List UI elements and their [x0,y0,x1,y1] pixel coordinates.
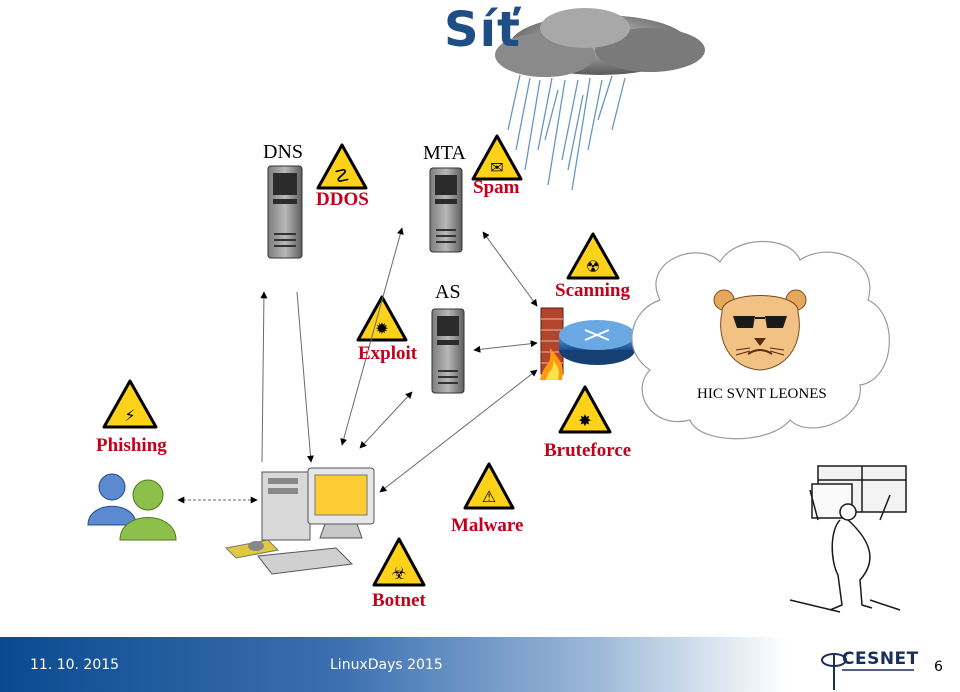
spam-label: Spam [473,177,520,198]
phishing-label: Phishing [96,435,167,456]
mta-label: MTA [423,142,466,164]
firewall-icon [540,307,564,380]
footer-bar [0,637,960,692]
lion-face-icon [713,289,807,371]
bruteforce-label: Bruteforce [544,440,632,461]
svg-text:☣: ☣ [391,564,406,584]
spam-warning-icon: ✉ [471,134,523,181]
ddos-label: DDOS [316,189,369,210]
storm-cloud-icon [495,8,705,191]
svg-text:✹: ✹ [375,319,388,338]
svg-text:⚠: ⚠ [482,487,496,506]
scanning-label: Scanning [555,280,630,301]
arrow-workstation-router [379,369,538,493]
arrow-mta-router [482,231,538,307]
exploit-label: Exploit [358,343,418,364]
page-number: 6 [934,659,943,675]
malware-warning-icon: ⚠ [463,462,515,510]
scanning-warning-icon: ☢ [566,232,620,280]
workstation-computer-icon [224,467,375,575]
cesnet-logo-text: CESNET [842,649,919,669]
cloud-caption: HIC SVNT LEONES [697,386,827,402]
svg-text:☡: ☡ [334,166,350,187]
phishing-warning-icon: ⚡ [102,379,158,429]
porter-carrying-boxes-icon [789,465,907,613]
svg-text:⚡: ⚡ [124,406,135,425]
exploit-warning-icon: ✹ [356,295,408,342]
bruteforce-warning-icon: ✸ [558,385,612,434]
svg-text:✸: ✸ [578,411,591,430]
ddos-warning-icon: ☡ [316,143,368,190]
mta-server-icon [429,167,463,253]
botnet-warning-icon: ☣ [372,537,426,587]
slide-title: Síť [444,2,521,58]
arrow-as-router [473,340,538,353]
arrow-workstation-mta [340,227,404,446]
svg-text:☢: ☢ [586,257,600,276]
svg-text:✉: ✉ [490,158,503,177]
dns-label: DNS [263,141,304,163]
botnet-label: Botnet [372,590,426,611]
arrow-workstation-as [359,391,413,449]
as-server-icon [431,308,465,394]
malware-label: Malware [451,515,524,536]
footer-date: 11. 10. 2015 [30,657,120,673]
lion-cloud-icon [631,240,890,440]
router-icon [559,320,635,365]
arrow-dns-to-workstation [296,291,314,463]
footer-event: LinuxDays 2015 [330,657,443,673]
dns-server-icon [267,165,303,259]
users-icon [87,473,177,541]
as-label: AS [435,281,461,303]
arrow-workstation-to-dns-up [260,291,268,463]
